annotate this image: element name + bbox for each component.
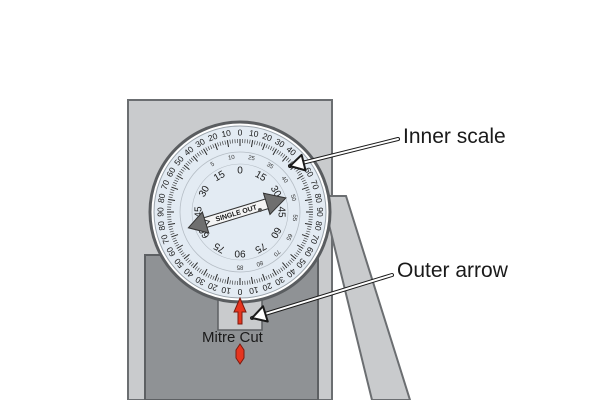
outer-arrow-label: Outer arrow: [397, 259, 508, 283]
outer-scale-number: 90: [155, 207, 165, 217]
middle-scale-number: 55: [291, 214, 298, 222]
swing-arm: [322, 196, 410, 400]
outer-scale-number: 80: [313, 220, 325, 231]
middle-scale-number: 85: [236, 263, 243, 269]
outer-scale-number: 10: [221, 128, 232, 140]
protractor-dial: 0102030405060708090807060504030201001020…: [150, 122, 330, 302]
outer-scale-number: 80: [313, 193, 325, 204]
outer-scale-number: 10: [248, 285, 259, 297]
outer-scale-number: 10: [248, 128, 259, 140]
mitre-cut-label: Mitre Cut: [202, 329, 263, 346]
inner-scale-number: 90: [234, 247, 246, 258]
inner-scale-number: 45: [275, 206, 286, 218]
outer-scale-number: 10: [220, 285, 231, 297]
inner-scale-label: Inner scale: [403, 125, 506, 149]
outer-scale-number: 0: [238, 127, 243, 137]
outer-scale-number: 0: [237, 287, 242, 297]
outer-scale-number: 90: [315, 207, 325, 217]
center-pin: [258, 208, 262, 212]
outer-scale-number: 80: [156, 192, 168, 203]
outer-scale-number: 80: [156, 220, 168, 231]
inner-scale-number: 0: [237, 166, 243, 177]
